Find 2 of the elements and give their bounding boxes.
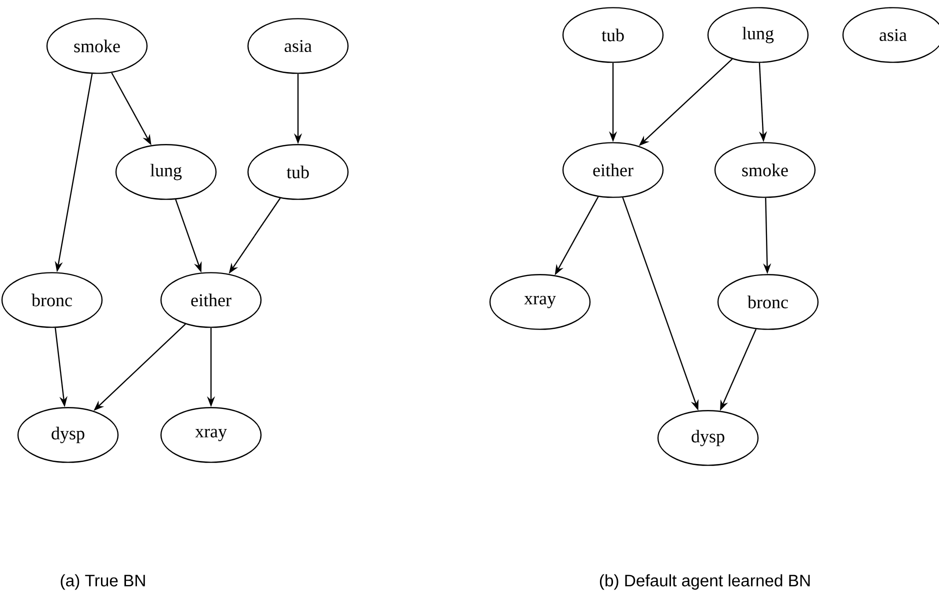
caption: (a) True BN — [60, 574, 145, 590]
caption: (b) Default agent learned BN — [600, 574, 810, 590]
